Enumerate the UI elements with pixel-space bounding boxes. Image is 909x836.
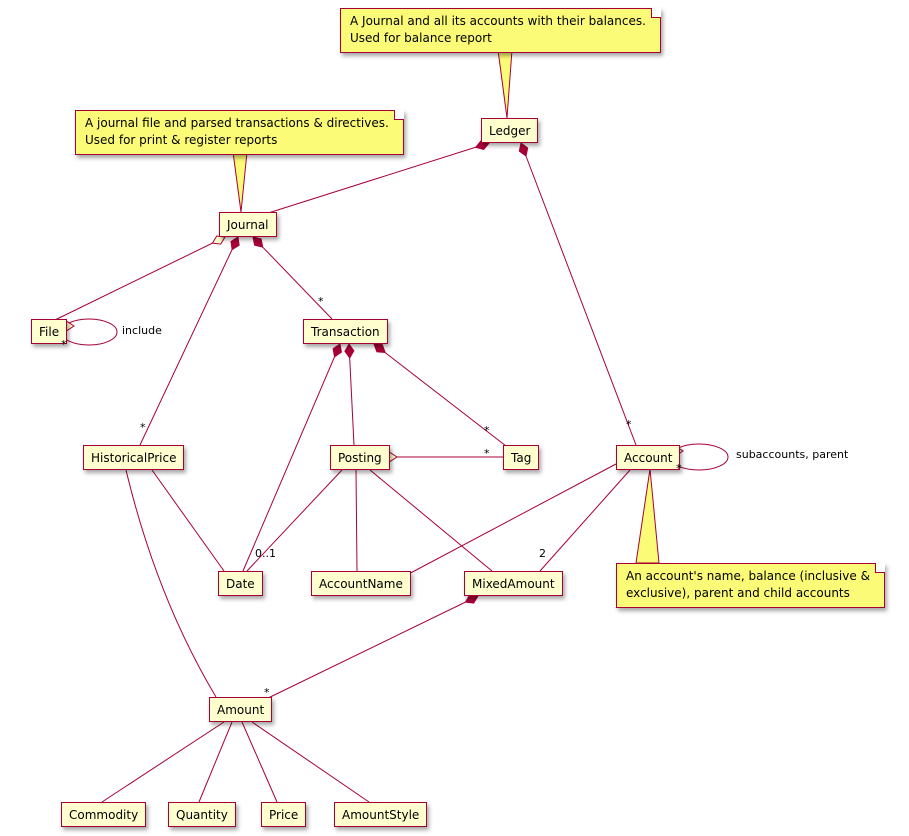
multiplicity-account-mixedamount-two: 2 bbox=[539, 547, 546, 560]
class-amountstyle: AmountStyle bbox=[334, 802, 428, 827]
class-file-label: File bbox=[39, 324, 60, 339]
class-transaction: Transaction bbox=[303, 319, 388, 344]
edge-account-mixedamount bbox=[539, 469, 631, 572]
edge-transaction-tag bbox=[373, 343, 507, 447]
note-account-line1: An account's name, balance (inclusive & bbox=[626, 569, 870, 583]
edge-journal-transaction bbox=[252, 236, 333, 320]
edge-ledger-journal bbox=[261, 142, 490, 216]
edge-posting-accountname bbox=[355, 469, 358, 572]
note-account-line2: exclusive), parent and child accounts bbox=[626, 585, 850, 600]
composition-diamond-journal-transaction bbox=[252, 236, 264, 248]
edge-posting-mixedamount bbox=[369, 469, 493, 572]
edge-mixedamount-amount bbox=[261, 595, 479, 702]
note-tail-ledger bbox=[497, 49, 513, 119]
note-fold-icon bbox=[650, 8, 661, 18]
edge-amount-price bbox=[241, 721, 278, 803]
edge-transaction-date bbox=[242, 343, 341, 572]
class-posting-label: Posting bbox=[338, 450, 382, 465]
class-date-label: Date bbox=[226, 576, 255, 591]
class-file: File bbox=[31, 319, 68, 344]
class-tag: Tag bbox=[503, 445, 540, 470]
class-amountstyle-label: AmountStyle bbox=[342, 807, 420, 822]
multiplicity-account-subaccounts-star: * bbox=[676, 462, 682, 475]
class-date: Date bbox=[218, 571, 263, 596]
note-fold-icon bbox=[393, 110, 404, 120]
composition-diamond-transaction-date bbox=[332, 343, 342, 358]
edge-journal-file bbox=[54, 236, 226, 321]
multiplicity-date-zero-or-one: 0..1 bbox=[255, 547, 276, 560]
multiplicity-historicalprice-star: * bbox=[140, 421, 146, 434]
edge-historicalprice-amount bbox=[125, 469, 217, 698]
note-ledger-line2: Used for balance report bbox=[350, 30, 492, 45]
class-commodity-label: Commodity bbox=[69, 807, 139, 822]
class-commodity: Commodity bbox=[61, 802, 147, 827]
edge-amount-commodity bbox=[101, 721, 225, 803]
composition-diamond-ledger-account bbox=[518, 142, 529, 157]
class-ledger: Ledger bbox=[481, 118, 539, 143]
multiplicity-posting-tag-star: * bbox=[484, 447, 490, 460]
note-ledger-line1: A Journal and all its accounts with thei… bbox=[350, 14, 646, 28]
edge-account-accountname bbox=[402, 463, 617, 578]
label-include: include bbox=[122, 324, 162, 337]
class-ledger-label: Ledger bbox=[489, 123, 531, 138]
edge-journal-historicalprice bbox=[139, 236, 239, 446]
note-journal-line1: A journal file and parsed transactions &… bbox=[85, 116, 389, 130]
composition-diamond-journal-historicalprice bbox=[230, 236, 240, 251]
note-journal: A journal file and parsed transactions &… bbox=[75, 110, 404, 155]
class-mixedamount-label: MixedAmount bbox=[472, 576, 555, 591]
edge-posting-date bbox=[246, 469, 343, 572]
class-transaction-label: Transaction bbox=[311, 324, 380, 339]
edge-ledger-account bbox=[520, 142, 637, 446]
note-account: An account's name, balance (inclusive & … bbox=[616, 563, 885, 608]
class-mixedamount: MixedAmount bbox=[464, 571, 563, 596]
class-journal: Journal bbox=[219, 212, 277, 237]
class-tag-label: Tag bbox=[511, 450, 532, 465]
multiplicity-mixedamount-amount-star: * bbox=[264, 686, 270, 699]
note-fold-icon bbox=[874, 563, 885, 573]
multiplicity-ledger-account-star: * bbox=[626, 418, 632, 431]
class-account-label: Account bbox=[624, 450, 673, 465]
composition-diamond-transaction-posting bbox=[344, 343, 355, 359]
class-amount: Amount bbox=[209, 697, 273, 722]
class-quantity-label: Quantity bbox=[176, 807, 228, 822]
edge-amount-quantity bbox=[198, 721, 233, 803]
class-quantity: Quantity bbox=[168, 802, 236, 827]
class-historicalprice: HistoricalPrice bbox=[83, 445, 185, 470]
note-tail-account bbox=[635, 468, 660, 564]
edge-transaction-posting bbox=[348, 343, 355, 446]
label-subaccounts-parent: subaccounts, parent bbox=[736, 448, 849, 461]
class-account: Account bbox=[616, 445, 681, 470]
multiplicity-transaction-tag-star: * bbox=[484, 424, 490, 437]
class-accountname-label: AccountName bbox=[319, 576, 403, 591]
note-ledger: A Journal and all its accounts with thei… bbox=[340, 8, 661, 53]
class-journal-label: Journal bbox=[227, 217, 269, 232]
class-posting: Posting bbox=[330, 445, 390, 470]
note-tail-journal bbox=[232, 151, 248, 213]
class-amount-label: Amount bbox=[217, 702, 265, 717]
edge-historicalprice-date bbox=[151, 469, 225, 572]
class-price-label: Price bbox=[269, 807, 299, 822]
multiplicity-transaction-star: * bbox=[318, 295, 324, 308]
class-accountname: AccountName bbox=[311, 571, 411, 596]
class-historicalprice-label: HistoricalPrice bbox=[91, 450, 177, 465]
class-price: Price bbox=[261, 802, 307, 827]
composition-diamond-transaction-tag bbox=[373, 343, 386, 353]
multiplicity-file-include-star: * bbox=[61, 338, 67, 351]
edge-amount-amountstyle bbox=[251, 721, 370, 803]
note-journal-line2: Used for print & register reports bbox=[85, 132, 278, 147]
